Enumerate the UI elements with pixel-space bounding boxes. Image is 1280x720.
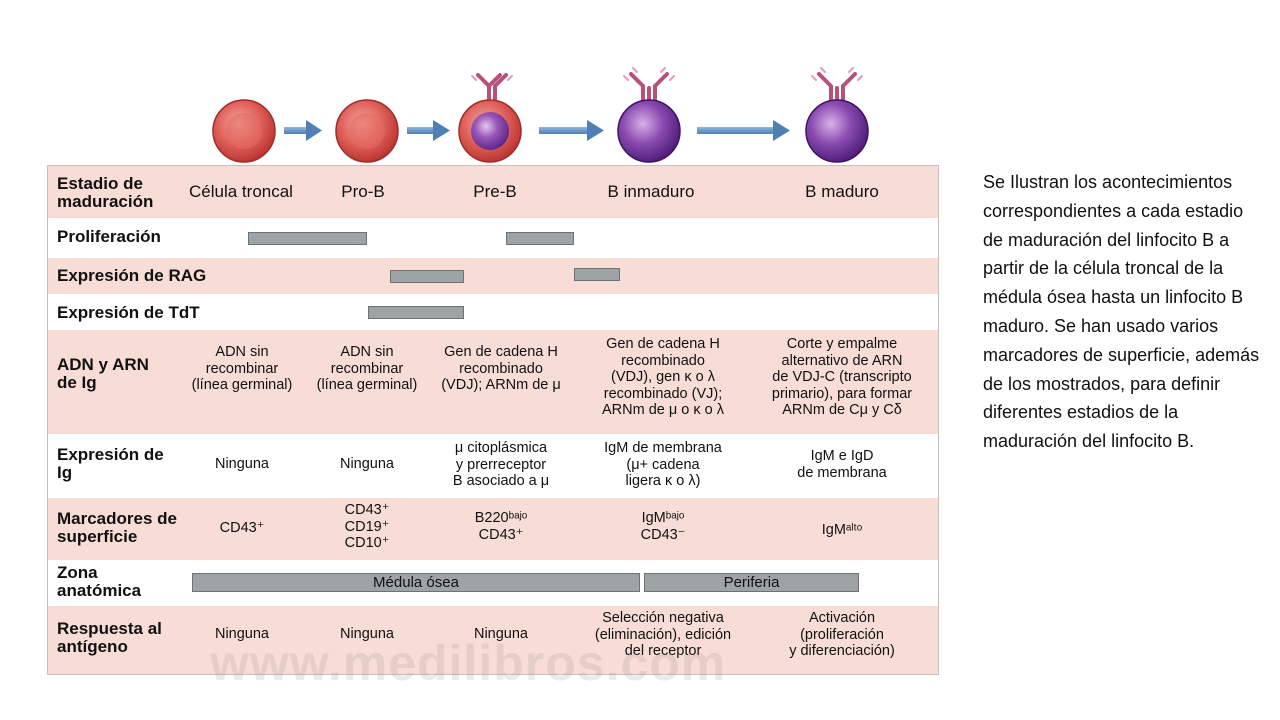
response-text: Activación (proliferación y diferenciaci… bbox=[789, 610, 895, 659]
ig-expression-label: Expresión de Ig bbox=[57, 445, 164, 482]
tdt-row: Expresión de TdT bbox=[48, 294, 938, 330]
ig-expression-cell: IgM e IgD de membrana bbox=[752, 448, 932, 481]
markers-row: Marcadores de superficie CD43⁺ CD43⁺ CD1… bbox=[48, 498, 938, 560]
stage-stem-cell: Célula troncal bbox=[189, 182, 293, 201]
arrow-icon bbox=[284, 120, 322, 141]
proliferation-label: Proliferación bbox=[57, 227, 161, 246]
response-cell: Ninguna bbox=[306, 626, 428, 643]
antigen-response-label: Respuesta al antígeno bbox=[57, 619, 162, 656]
stem-cell-icon bbox=[212, 99, 276, 163]
response-cell: Selección negativa (eliminación), edició… bbox=[574, 610, 752, 660]
dna-rna-cell: Gen de cadena H recombinado (VDJ); ARNm … bbox=[428, 344, 574, 394]
dna-rna-text: ADN sin recombinar (línea germinal) bbox=[316, 344, 418, 393]
ig-expression-text: IgM de membrana (μ+ cadena ligera κ o λ) bbox=[604, 440, 722, 489]
marker-text: CD43⁺ bbox=[219, 520, 265, 536]
stage-row-label: Estadio de maduración bbox=[57, 174, 154, 211]
ig-expression-text: IgM e IgD de membrana bbox=[797, 448, 887, 481]
arrow-icon bbox=[539, 120, 604, 141]
stage-pre-b: Pre-B bbox=[473, 182, 517, 201]
marker-text: CD43⁺ CD19⁺ CD10⁺ bbox=[344, 502, 390, 551]
dna-rna-row: ADN y ARN de Ig ADN sin recombinar (líne… bbox=[48, 330, 938, 434]
rag-bar bbox=[390, 270, 464, 283]
marker-text: IgMᵇᵃʲᵒ CD43⁻ bbox=[640, 510, 686, 543]
dna-rna-text: ADN sin recombinar (línea germinal) bbox=[191, 344, 293, 393]
dna-rna-cell: ADN sin recombinar (línea germinal) bbox=[178, 344, 306, 394]
marker-text: IgMᵃˡᵗᵒ bbox=[821, 522, 863, 538]
proliferation-row: Proliferación bbox=[48, 218, 938, 258]
row-label: Estadio de maduración bbox=[57, 175, 177, 211]
immature-b-cell-icon bbox=[617, 67, 681, 163]
anatomic-zone-label: Zona anatómica bbox=[57, 563, 142, 600]
caption-text: Se Ilustran los acontecimientos correspo… bbox=[983, 172, 1260, 452]
response-cell: Activación (proliferación y diferenciaci… bbox=[752, 610, 932, 660]
arrow-icon bbox=[407, 120, 450, 141]
mature-b-cell-icon bbox=[805, 67, 869, 163]
stage-immature-b: B inmaduro bbox=[607, 182, 695, 201]
ig-expression-text: Ninguna bbox=[214, 456, 269, 472]
maturation-table: Estadio de maduración Célula troncal Pro… bbox=[48, 166, 938, 674]
ig-expression-cell: μ citoplásmica y prerreceptor B asociado… bbox=[428, 440, 574, 490]
dna-rna-cell: Corte y empalme alternativo de ARN de VD… bbox=[752, 336, 932, 419]
markers-label: Marcadores de superficie bbox=[57, 509, 177, 546]
response-text: Ninguna bbox=[473, 626, 528, 642]
tdt-bar bbox=[368, 306, 464, 319]
tdt-label: Expresión de TdT bbox=[57, 303, 200, 322]
dna-rna-label: ADN y ARN de Ig bbox=[57, 355, 149, 392]
ig-expression-cell: IgM de membrana (μ+ cadena ligera κ o λ) bbox=[574, 440, 752, 490]
rag-row: Expresión de RAG bbox=[48, 258, 938, 294]
dna-rna-text: Gen de cadena H recombinado (VDJ); ARNm … bbox=[441, 344, 561, 393]
dna-rna-text: Corte y empalme alternativo de ARN de VD… bbox=[771, 336, 913, 418]
ig-expression-cell: Ninguna bbox=[306, 456, 428, 473]
ig-expression-cell: Ninguna bbox=[178, 456, 306, 473]
marker-text: B220ᵇᵃʲᵒ CD43⁺ bbox=[474, 510, 528, 543]
proliferation-bar bbox=[506, 232, 574, 245]
rag-label: Expresión de RAG bbox=[57, 266, 207, 285]
stage-row: Estadio de maduración Célula troncal Pro… bbox=[48, 166, 938, 218]
arrow-icon bbox=[697, 120, 790, 141]
marker-cell: IgMᵃˡᵗᵒ bbox=[752, 522, 932, 539]
ig-expression-text: Ninguna bbox=[339, 456, 394, 472]
rag-bar bbox=[574, 268, 620, 281]
marker-cell: B220ᵇᵃʲᵒ CD43⁺ bbox=[428, 510, 574, 543]
response-text: Ninguna bbox=[339, 626, 394, 642]
response-text: Ninguna bbox=[214, 626, 269, 642]
ig-expression-row: Expresión de Ig Ninguna Ninguna μ citopl… bbox=[48, 434, 938, 498]
bone-marrow-bar: Médula ósea bbox=[192, 573, 640, 592]
stage-mature-b: B maduro bbox=[805, 182, 879, 201]
response-cell: Ninguna bbox=[428, 626, 574, 643]
ig-expression-text: μ citoplásmica y prerreceptor B asociado… bbox=[452, 440, 550, 489]
response-text: Selección negativa (eliminación), edició… bbox=[594, 610, 732, 659]
stage-pro-b: Pro-B bbox=[341, 182, 385, 201]
marker-cell: IgMᵇᵃʲᵒ CD43⁻ bbox=[574, 510, 752, 543]
pre-b-cell-icon bbox=[458, 73, 522, 163]
cell-maturation-illustration bbox=[212, 67, 869, 163]
proliferation-bar bbox=[248, 232, 367, 245]
marker-cell: CD43⁺ CD19⁺ CD10⁺ bbox=[306, 502, 428, 552]
response-cell: Ninguna bbox=[178, 626, 306, 643]
pro-b-cell-icon bbox=[335, 99, 399, 163]
watermark: www.medilibros.com bbox=[210, 635, 727, 691]
dna-rna-cell: Gen de cadena H recombinado (VDJ), gen κ… bbox=[574, 336, 752, 419]
dna-rna-text: Gen de cadena H recombinado (VDJ), gen κ… bbox=[602, 336, 724, 418]
antigen-response-row: Respuesta al antígeno Ninguna Ninguna Ni… bbox=[48, 606, 938, 674]
marker-cell: CD43⁺ bbox=[178, 520, 306, 537]
dna-rna-cell: ADN sin recombinar (línea germinal) bbox=[306, 344, 428, 394]
periphery-bar: Periferia bbox=[644, 573, 859, 592]
